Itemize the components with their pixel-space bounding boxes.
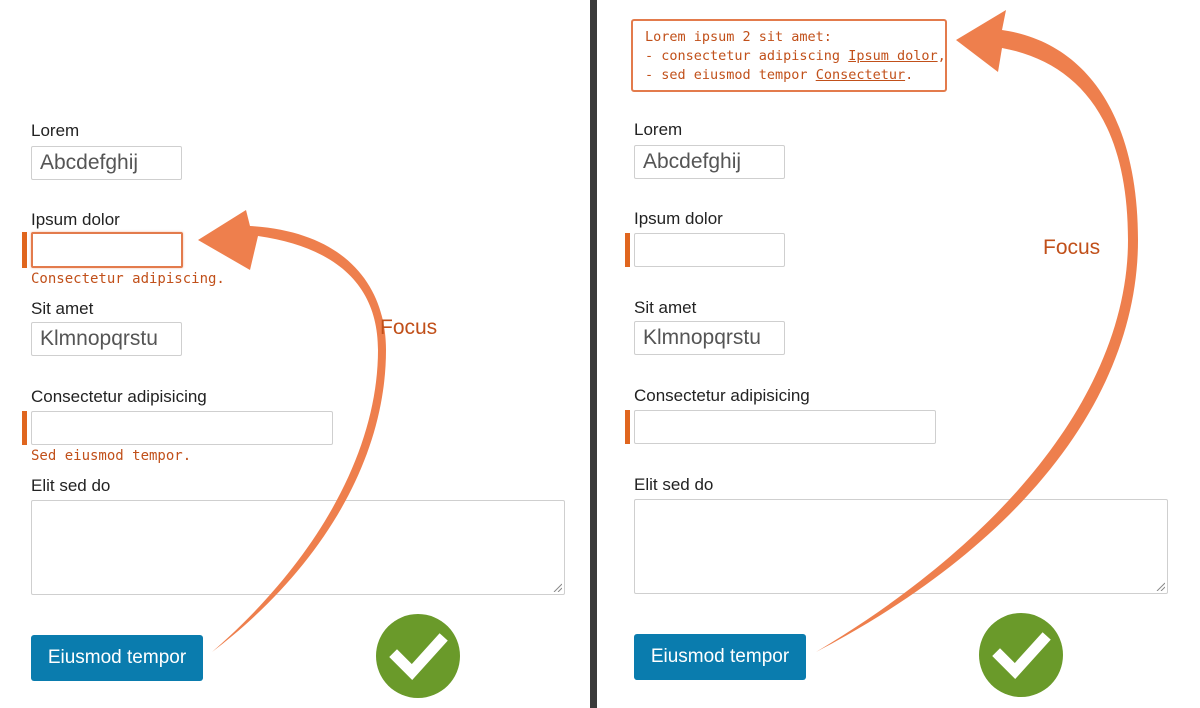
sit-amet-label: Sit amet — [634, 298, 697, 317]
error-summary-line: - consectetur adipiscing Ipsum dolor, — [645, 47, 946, 66]
ipsum-dolor-input[interactable] — [31, 232, 183, 268]
error-summary-text: - sed eiusmod tempor — [645, 67, 816, 83]
consectetur-error: Sed eiusmod tempor. — [31, 448, 192, 464]
ipsum-dolor-label: Ipsum dolor — [634, 209, 723, 228]
error-summary-text: . — [905, 67, 914, 83]
lorem-input[interactable]: Abcdefghij — [31, 146, 182, 180]
error-indicator-bar — [22, 232, 27, 268]
submit-button[interactable]: Eiusmod tempor — [634, 634, 806, 680]
panel-divider — [590, 0, 597, 708]
error-link-consectetur[interactable]: Consectetur — [815, 67, 906, 83]
ipsum-dolor-input[interactable] — [634, 233, 785, 267]
error-link-ipsum-dolor[interactable]: Ipsum dolor — [848, 48, 938, 64]
elit-sed-do-textarea[interactable] — [634, 499, 1168, 594]
error-summary-text: - consectetur adipiscing — [645, 48, 849, 64]
consectetur-label: Consectetur adipisicing — [634, 386, 810, 405]
elit-sed-do-label: Elit sed do — [31, 476, 111, 495]
error-indicator-bar — [22, 411, 27, 445]
lorem-input[interactable]: Abcdefghij — [634, 145, 785, 179]
resize-grip-icon[interactable] — [553, 583, 562, 592]
lorem-label: Lorem — [31, 121, 80, 140]
lorem-label: Lorem — [634, 120, 683, 139]
elit-sed-do-textarea[interactable] — [31, 500, 565, 595]
focus-annotation: Focus — [1043, 236, 1101, 259]
submit-button[interactable]: Eiusmod tempor — [31, 635, 203, 681]
error-indicator-bar — [625, 410, 630, 444]
error-summary-line: - sed eiusmod tempor Consectetur. — [645, 66, 945, 85]
elit-sed-do-label: Elit sed do — [634, 475, 714, 494]
form-inline-errors: Lorem Abcdefghij Ipsum dolor Consectetur… — [0, 0, 590, 708]
resize-grip-icon[interactable] — [1156, 582, 1165, 591]
ipsum-dolor-error: Consectetur adipiscing. — [31, 271, 225, 287]
error-summary: Lorem ipsum 2 sit amet: - consectetur ad… — [631, 19, 947, 92]
error-summary-heading: Lorem ipsum 2 sit amet: — [645, 29, 832, 45]
error-summary-text: , — [937, 48, 946, 64]
form-error-summary: Lorem ipsum 2 sit amet: - consectetur ad… — [600, 0, 1190, 708]
consectetur-input[interactable] — [31, 411, 333, 445]
error-indicator-bar — [625, 233, 630, 267]
consectetur-input[interactable] — [634, 410, 936, 444]
sit-amet-input[interactable]: Klmnopqrstu — [31, 322, 182, 356]
sit-amet-label: Sit amet — [31, 299, 94, 318]
focus-annotation: Focus — [380, 316, 438, 339]
ipsum-dolor-label: Ipsum dolor — [31, 210, 120, 229]
sit-amet-input[interactable]: Klmnopqrstu — [634, 321, 785, 355]
checkmark-icon — [376, 614, 460, 698]
checkmark-icon — [979, 613, 1063, 697]
consectetur-label: Consectetur adipisicing — [31, 387, 207, 406]
